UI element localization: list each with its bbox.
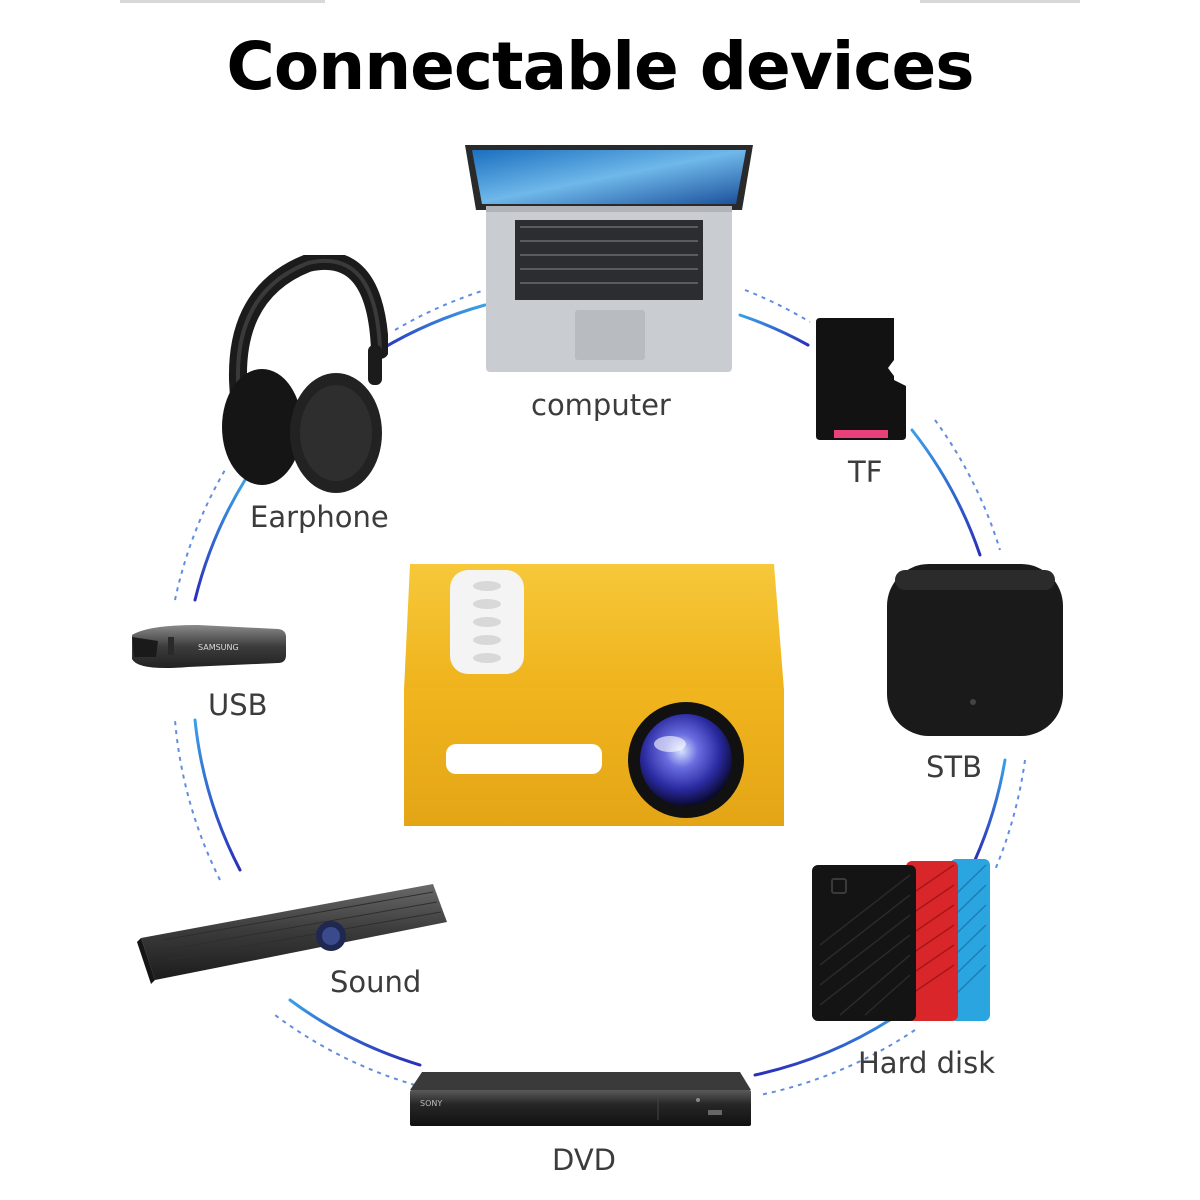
label-earphone: Earphone <box>250 500 389 534</box>
label-stb: STB <box>926 750 983 784</box>
label-tf: TF <box>848 455 883 489</box>
laptop-icon <box>465 145 753 372</box>
microsd-card-icon <box>816 318 906 440</box>
label-sound: Sound <box>330 965 422 999</box>
usb-drive-icon: SAMSUNG <box>132 625 286 668</box>
soundbar-icon <box>137 884 447 984</box>
top-edge-line-left <box>120 0 325 3</box>
mini-projector-icon <box>404 564 784 826</box>
usb-brand-text: SAMSUNG <box>198 643 239 652</box>
label-hard-disk: Hard disk <box>858 1046 995 1080</box>
label-computer: computer <box>531 388 671 422</box>
label-usb: USB <box>208 688 268 722</box>
label-dvd: DVD <box>552 1143 616 1177</box>
page-title: Connectable devices <box>226 28 974 105</box>
set-top-box-icon <box>887 564 1063 736</box>
dvd-player-icon: SONY <box>410 1072 751 1126</box>
headphones-icon <box>222 255 388 493</box>
top-edge-line-right <box>920 0 1080 3</box>
dvd-brand-text: SONY <box>420 1099 442 1108</box>
hard-disk-icon <box>812 859 990 1021</box>
